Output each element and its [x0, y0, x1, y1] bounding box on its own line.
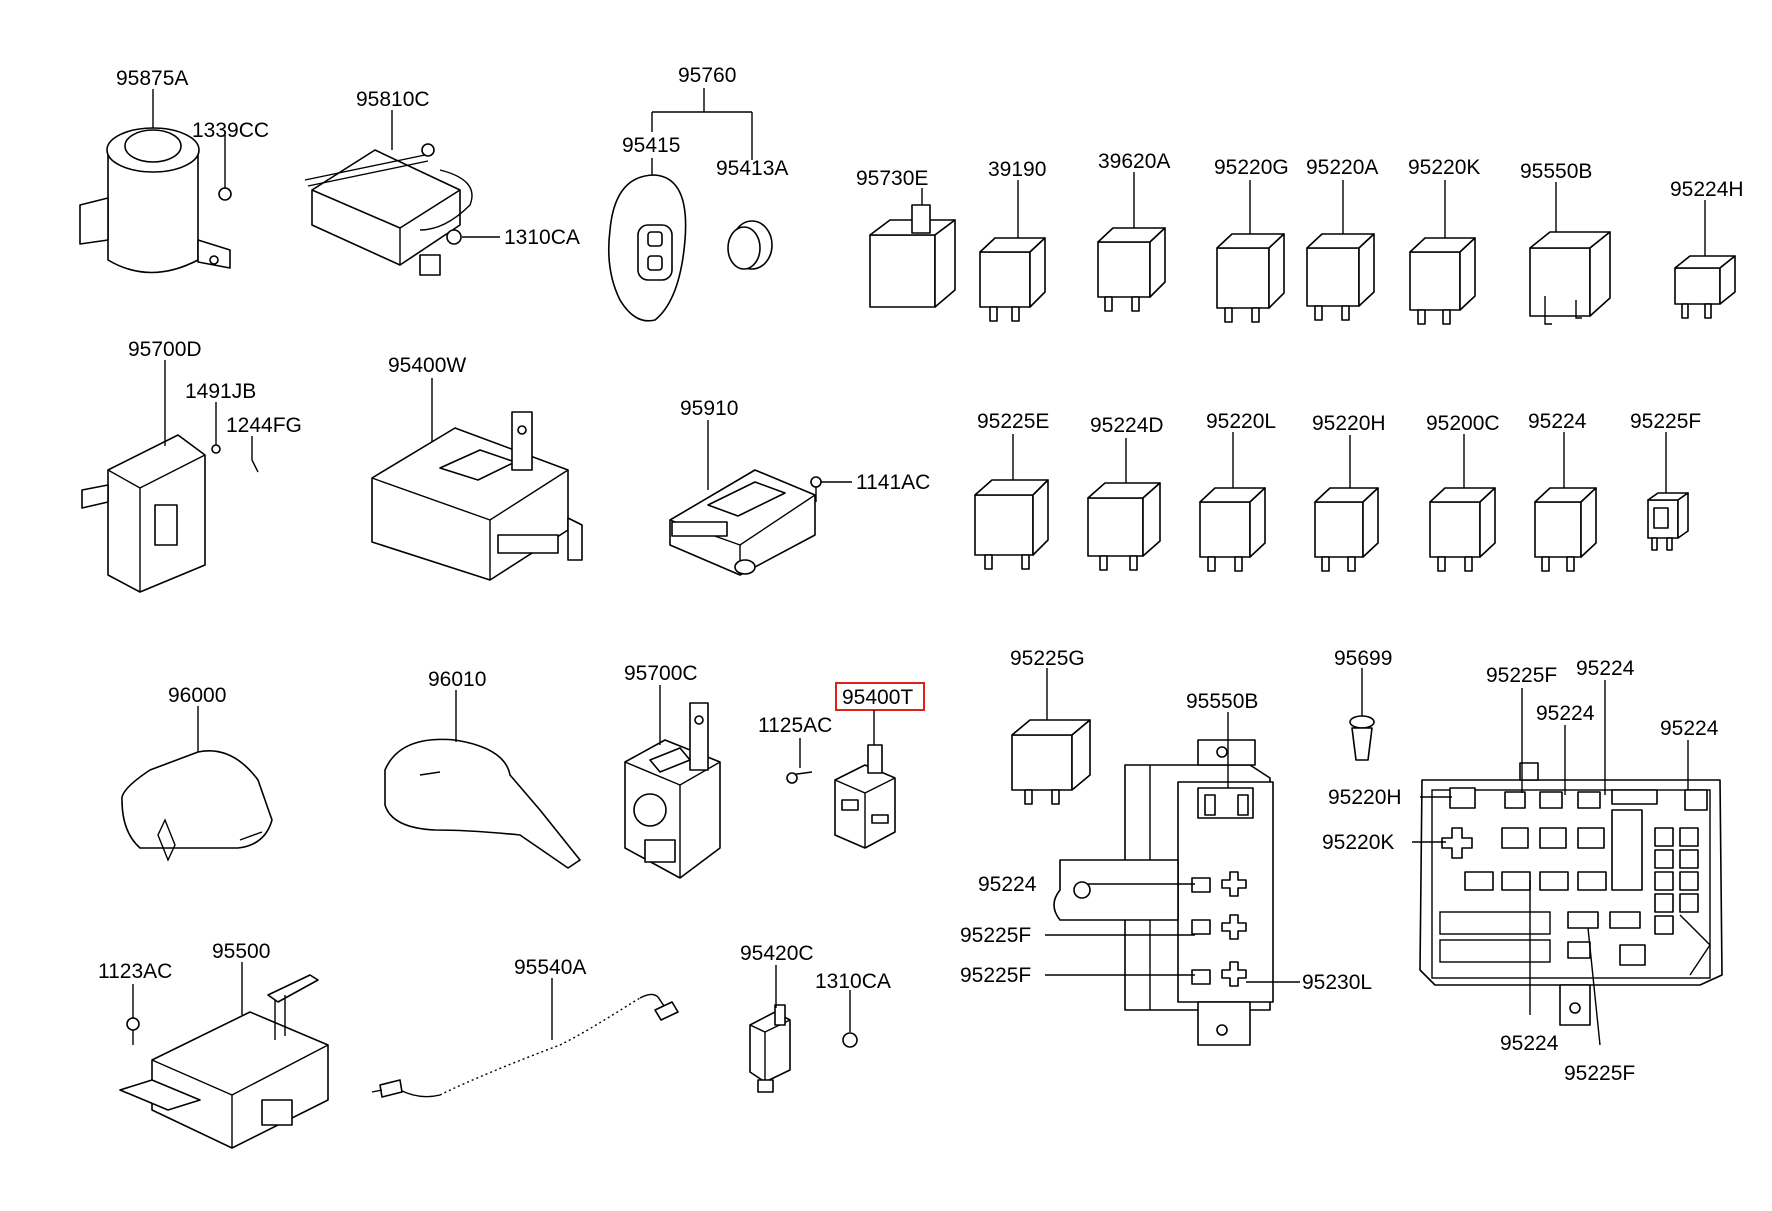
- callout-95699: 95699: [1334, 647, 1392, 670]
- part-95730E-drawing: [869, 204, 956, 308]
- highlight-box-95400T: [835, 682, 925, 711]
- part-95700C-drawing: [624, 702, 721, 879]
- part-95699-drawing: [1349, 715, 1375, 761]
- callout-39620A: 39620A: [1098, 150, 1170, 173]
- callout-1491JB: 1491JB: [185, 380, 256, 403]
- part-39190-drawing: [979, 237, 1046, 322]
- part-95810C-drawing: [304, 143, 473, 276]
- callout-95220H-r: 95220H: [1328, 786, 1402, 809]
- part-95220A-drawing: [1306, 233, 1375, 321]
- callout-95224H: 95224H: [1670, 178, 1744, 201]
- callout-95220G: 95220G: [1214, 156, 1289, 179]
- callout-95200C: 95200C: [1426, 412, 1500, 435]
- callout-95550B-box: 95550B: [1186, 690, 1258, 713]
- callout-95225E: 95225E: [977, 410, 1049, 433]
- part-95225E-drawing: [974, 479, 1049, 570]
- part-96000-drawing: [121, 750, 273, 862]
- callout-95220L: 95220L: [1206, 410, 1276, 433]
- callout-1125AC: 1125AC: [758, 714, 832, 737]
- part-95550B-fusebox-drawing: [1053, 739, 1274, 1046]
- callout-95225F-mid: 95225F: [1630, 410, 1701, 433]
- callout-1339CC: 1339CC: [192, 119, 269, 142]
- part-95500-drawing: [119, 974, 329, 1149]
- callout-95540A: 95540A: [514, 956, 586, 979]
- callout-95810C: 95810C: [356, 88, 430, 111]
- part-95220L-drawing: [1199, 487, 1266, 572]
- callout-95224-rb: 95224: [1500, 1032, 1559, 1055]
- callout-96000: 96000: [168, 684, 226, 707]
- part-95200C-drawing: [1429, 487, 1496, 572]
- callout-95225F-rb: 95225F: [1564, 1062, 1635, 1085]
- callout-95224D: 95224D: [1090, 414, 1164, 437]
- part-95225G-drawing: [1011, 719, 1091, 805]
- callout-95225F-fb2: 95225F: [960, 964, 1031, 987]
- callout-95224-r1: 95224: [1576, 657, 1635, 680]
- callout-95415: 95415: [622, 134, 680, 157]
- callout-95225F-fb1: 95225F: [960, 924, 1031, 947]
- part-39620A-drawing: [1097, 227, 1166, 312]
- part-95910-drawing: [669, 469, 816, 576]
- callout-95220H-mid: 95220H: [1312, 412, 1386, 435]
- part-95420C-drawing: [749, 1004, 791, 1093]
- callout-95220K-r: 95220K: [1322, 831, 1394, 854]
- callout-95550B-top: 95550B: [1520, 160, 1592, 183]
- part-95224H-drawing: [1674, 255, 1736, 319]
- part-95875A-drawing: [79, 127, 231, 274]
- callout-95220K-top: 95220K: [1408, 156, 1480, 179]
- part-95224D-drawing: [1087, 482, 1161, 571]
- part-95400W-drawing: [371, 411, 583, 581]
- callout-95760: 95760: [678, 64, 736, 87]
- part-96010-drawing: [384, 738, 581, 869]
- callout-95224-r2: 95224: [1536, 702, 1595, 725]
- part-95220G-drawing: [1216, 233, 1285, 323]
- callout-1141AC: 1141AC: [856, 471, 930, 494]
- callout-95224-mid: 95224: [1528, 410, 1587, 433]
- callout-95400T[interactable]: 95400T: [842, 686, 913, 709]
- part-95700D-drawing: [81, 434, 206, 593]
- part-95225F-mid-drawing: [1647, 492, 1689, 551]
- part-95550B-top-drawing: [1529, 231, 1611, 325]
- callout-95700C: 95700C: [624, 662, 698, 685]
- callout-1244FG: 1244FG: [226, 414, 302, 437]
- part-95220H-mid-drawing: [1314, 487, 1379, 572]
- callout-95224-r3: 95224: [1660, 717, 1719, 740]
- callout-1123AC: 1123AC: [98, 960, 172, 983]
- callout-95730E: 95730E: [856, 167, 928, 190]
- callout-95500: 95500: [212, 940, 270, 963]
- part-95220K-top-drawing: [1409, 237, 1476, 325]
- callout-1310CA-top: 1310CA: [504, 226, 580, 249]
- callout-39190: 39190: [988, 158, 1046, 181]
- part-95413A-drawing: [727, 220, 773, 270]
- callout-95224-fb: 95224: [978, 873, 1037, 896]
- callout-95413A: 95413A: [716, 157, 788, 180]
- callout-95230L: 95230L: [1302, 971, 1372, 994]
- callout-95225G: 95225G: [1010, 647, 1085, 670]
- part-95540A-drawing: [371, 993, 679, 1098]
- callout-95875A: 95875A: [116, 67, 188, 90]
- callout-95700D: 95700D: [128, 338, 202, 361]
- part-relay-box-drawing: [1419, 762, 1723, 1026]
- callout-95420C: 95420C: [740, 942, 814, 965]
- callout-95400W: 95400W: [388, 354, 466, 377]
- callout-1310CA-bot: 1310CA: [815, 970, 891, 993]
- callout-95220A: 95220A: [1306, 156, 1378, 179]
- callout-96010: 96010: [428, 668, 486, 691]
- callout-95910: 95910: [680, 397, 738, 420]
- part-95415-drawing: [607, 174, 687, 322]
- part-95400T-drawing: [834, 744, 896, 849]
- callout-95225F-r1: 95225F: [1486, 664, 1557, 687]
- part-95224-mid-drawing: [1534, 487, 1597, 572]
